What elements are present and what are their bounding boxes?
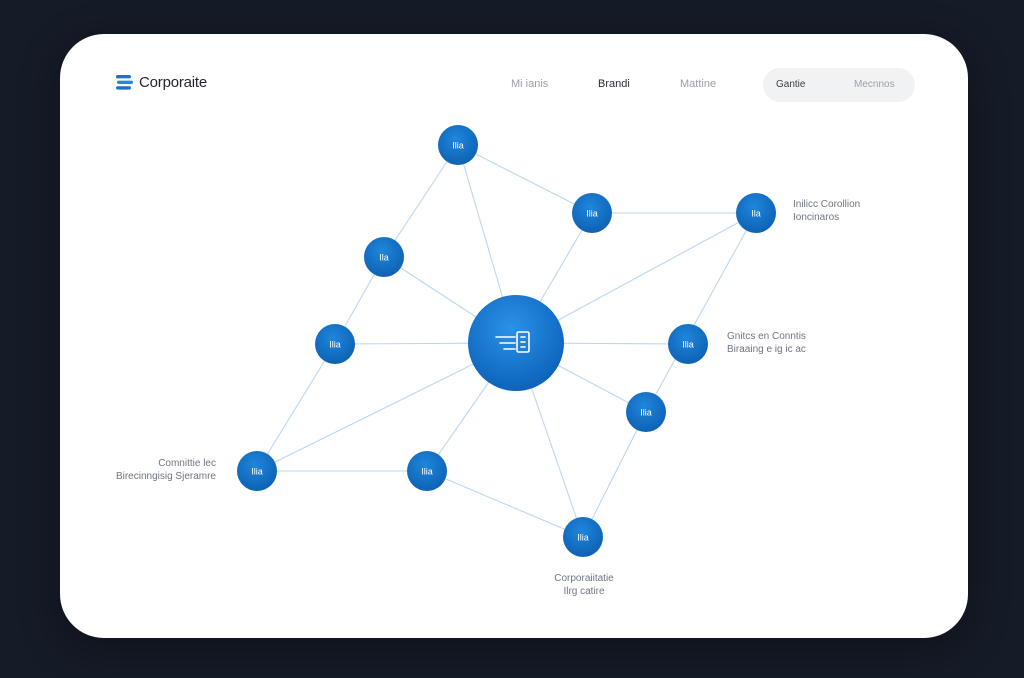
annotation-top-right: Inilicc Corollion Ioncinaros [793,199,861,223]
diagram-edges [256,144,757,538]
edge-n7-n10 [582,411,647,538]
edge-n9-n10 [426,470,584,538]
brand[interactable]: Corporaite [116,74,207,91]
nav-item-2[interactable]: Brandi [598,78,630,90]
node-circle [438,125,478,165]
nav-item-3[interactable]: Mattine [680,78,717,90]
layers-logo-icon [116,75,133,90]
node-n1[interactable]: Ilia [438,125,478,165]
node-n7[interactable]: Ilia [626,392,666,432]
node-circle [407,451,447,491]
header-pill-group [763,68,915,102]
node-n2[interactable]: Ilia [572,193,612,233]
node-circle [736,193,776,233]
node-n10[interactable]: Ilia [563,517,603,557]
node-circle [668,324,708,364]
node-n6[interactable]: Ilia [668,324,708,364]
edge-n3-n7 [645,212,757,413]
diagram-hub[interactable] [468,295,564,391]
node-label: Ilia [329,340,341,350]
node-label: Ilia [452,141,464,151]
annotation-bottom: Corporaiitatie Ilrg catire [554,573,614,597]
node-circle [572,193,612,233]
edge-n1-n2 [457,144,593,214]
edge-n1-n4 [383,144,459,258]
node-n4[interactable]: Ila [364,237,404,277]
node-circle [626,392,666,432]
node-circle [237,451,277,491]
node-label: Ila [751,209,761,219]
node-label: Ilia [421,467,433,477]
node-n5[interactable]: Ilia [315,324,355,364]
edge-n8-hub [256,342,517,472]
brand-name: Corporaite [139,74,208,91]
annotation-left: Comnittie lec Birecinngisig Sjeramre [115,458,216,482]
node-label: Ilia [640,408,652,418]
node-n3[interactable]: Ila [736,193,776,233]
node-n9[interactable]: Ilia [407,451,447,491]
node-circle [364,237,404,277]
node-circle [315,324,355,364]
node-label: Ilia [682,340,694,350]
node-label: Ilia [586,209,598,219]
node-label: Ila [379,253,389,263]
pill-primary-button[interactable]: Gantie [776,79,806,90]
node-label: Ilia [577,533,589,543]
annotation-mid-right: Gnitcs en Conntis Biraaing e ig ic ac [727,331,806,355]
document-lines-icon [495,331,530,353]
edge-n5-n8 [256,343,336,472]
node-circle [563,517,603,557]
node-n8[interactable]: Ilia [237,451,277,491]
node-label: Ilia [251,467,263,477]
pill-secondary-button[interactable]: Mecnnos [854,79,895,90]
nav-item-1[interactable]: Mi ianis [511,78,549,90]
app-window: Corporaite Mi ianis Brandi Mattine Ganti… [60,34,968,638]
